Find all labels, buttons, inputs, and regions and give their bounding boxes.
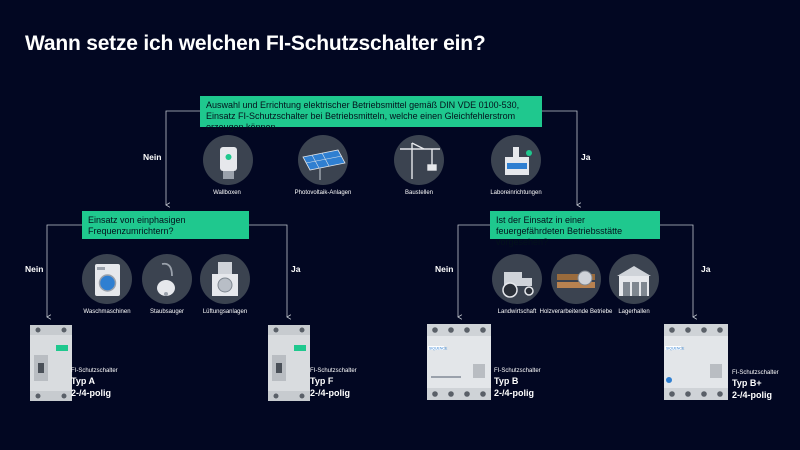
- right-icon-label: Lagerhallen: [618, 309, 650, 315]
- right-question-text: Ist der Einsatz in einer feuergefährdete…: [496, 215, 623, 247]
- connector-right-yes: [660, 224, 693, 317]
- outcome-type-typ-b: Typ B: [494, 376, 519, 386]
- sawmill-icon: [551, 254, 601, 304]
- solar-panel-icon: [298, 135, 348, 185]
- edge-label-left-yes: Ja: [291, 264, 301, 274]
- root-icon-label: Laboreinrichtungen: [490, 190, 542, 196]
- connector-root-yes: [542, 110, 577, 205]
- edge-label-root-yes: Ja: [581, 152, 591, 162]
- connector-right-no: [458, 224, 490, 317]
- outcome-poles-typ-f: 2-/4-polig: [310, 388, 350, 398]
- root-icon-label: Wallboxen: [213, 190, 241, 196]
- left-icon-label: Waschmaschinen: [83, 309, 131, 315]
- crane-icon: [394, 135, 444, 185]
- vacuum-cleaner-icon: [142, 254, 192, 304]
- edge-label-left-no: Nein: [25, 264, 44, 274]
- ventilation-icon: [200, 254, 250, 304]
- connector-left-no: [47, 224, 82, 317]
- connector-left-yes: [249, 224, 287, 317]
- outcome-type-typ-b-plus: Typ B+: [732, 378, 762, 388]
- left-icon-label: Lüftungsanlagen: [202, 309, 248, 315]
- outcome-type-typ-f: Typ F: [310, 376, 334, 386]
- left-question-box: Einsatz von einphasigen Frequenzumrichte…: [82, 211, 249, 239]
- warehouse-icon: [609, 254, 659, 304]
- wallbox-icon: [203, 135, 253, 185]
- root-icon-label: Photovoltaik-Anlagen: [294, 190, 352, 196]
- root-question-text: Auswahl und Errichtung elektrischer Betr…: [206, 100, 520, 132]
- right-icon-label: Landwirtschaft: [497, 309, 537, 315]
- outcome-category-typ-f: FI-Schutzschalter: [310, 368, 357, 374]
- breaker-device-typ-b-plus: SIQUENCE: [664, 324, 728, 405]
- edge-label-root-no: Nein: [143, 152, 162, 162]
- breaker-device-typ-a: [30, 325, 72, 406]
- left-icon-label: Staubsauger: [149, 309, 185, 315]
- device-brand-typ-b: SIQUENCE: [429, 347, 448, 351]
- outcome-category-typ-b: FI-Schutzschalter: [494, 368, 541, 374]
- page-title: Wann setze ich welchen FI-Schutzschalter…: [25, 32, 486, 55]
- breaker-device-typ-f: [268, 325, 310, 406]
- outcome-type-typ-a: Typ A: [71, 376, 95, 386]
- edge-label-right-yes: Ja: [701, 264, 711, 274]
- root-icon-label: Baustellen: [404, 190, 434, 196]
- connector-root-no: [166, 110, 200, 205]
- right-icon-label: Holzverarbeitende Betriebe: [539, 309, 613, 315]
- root-question-box: Auswahl und Errichtung elektrischer Betr…: [200, 96, 542, 132]
- breaker-device-typ-b: SIQUENCE: [427, 324, 491, 405]
- outcome-poles-typ-a: 2-/4-polig: [71, 388, 111, 398]
- outcome-poles-typ-b-plus: 2-/4-polig: [732, 390, 772, 400]
- outcome-category-typ-b-plus: FI-Schutzschalter: [732, 370, 779, 376]
- tractor-icon: [492, 254, 542, 304]
- left-question-text: Einsatz von einphasigen Frequenzumrichte…: [88, 215, 186, 236]
- outcome-poles-typ-b: 2-/4-polig: [494, 388, 534, 398]
- washing-machine-icon: [82, 254, 132, 304]
- edge-label-right-no: Nein: [435, 264, 454, 274]
- device-brand-typ-b-plus: SIQUENCE: [666, 347, 685, 351]
- outcome-category-typ-a: FI-Schutzschalter: [71, 368, 118, 374]
- lab-equipment-icon: [491, 135, 541, 185]
- right-question-box: Ist der Einsatz in einer feuergefährdete…: [490, 211, 660, 247]
